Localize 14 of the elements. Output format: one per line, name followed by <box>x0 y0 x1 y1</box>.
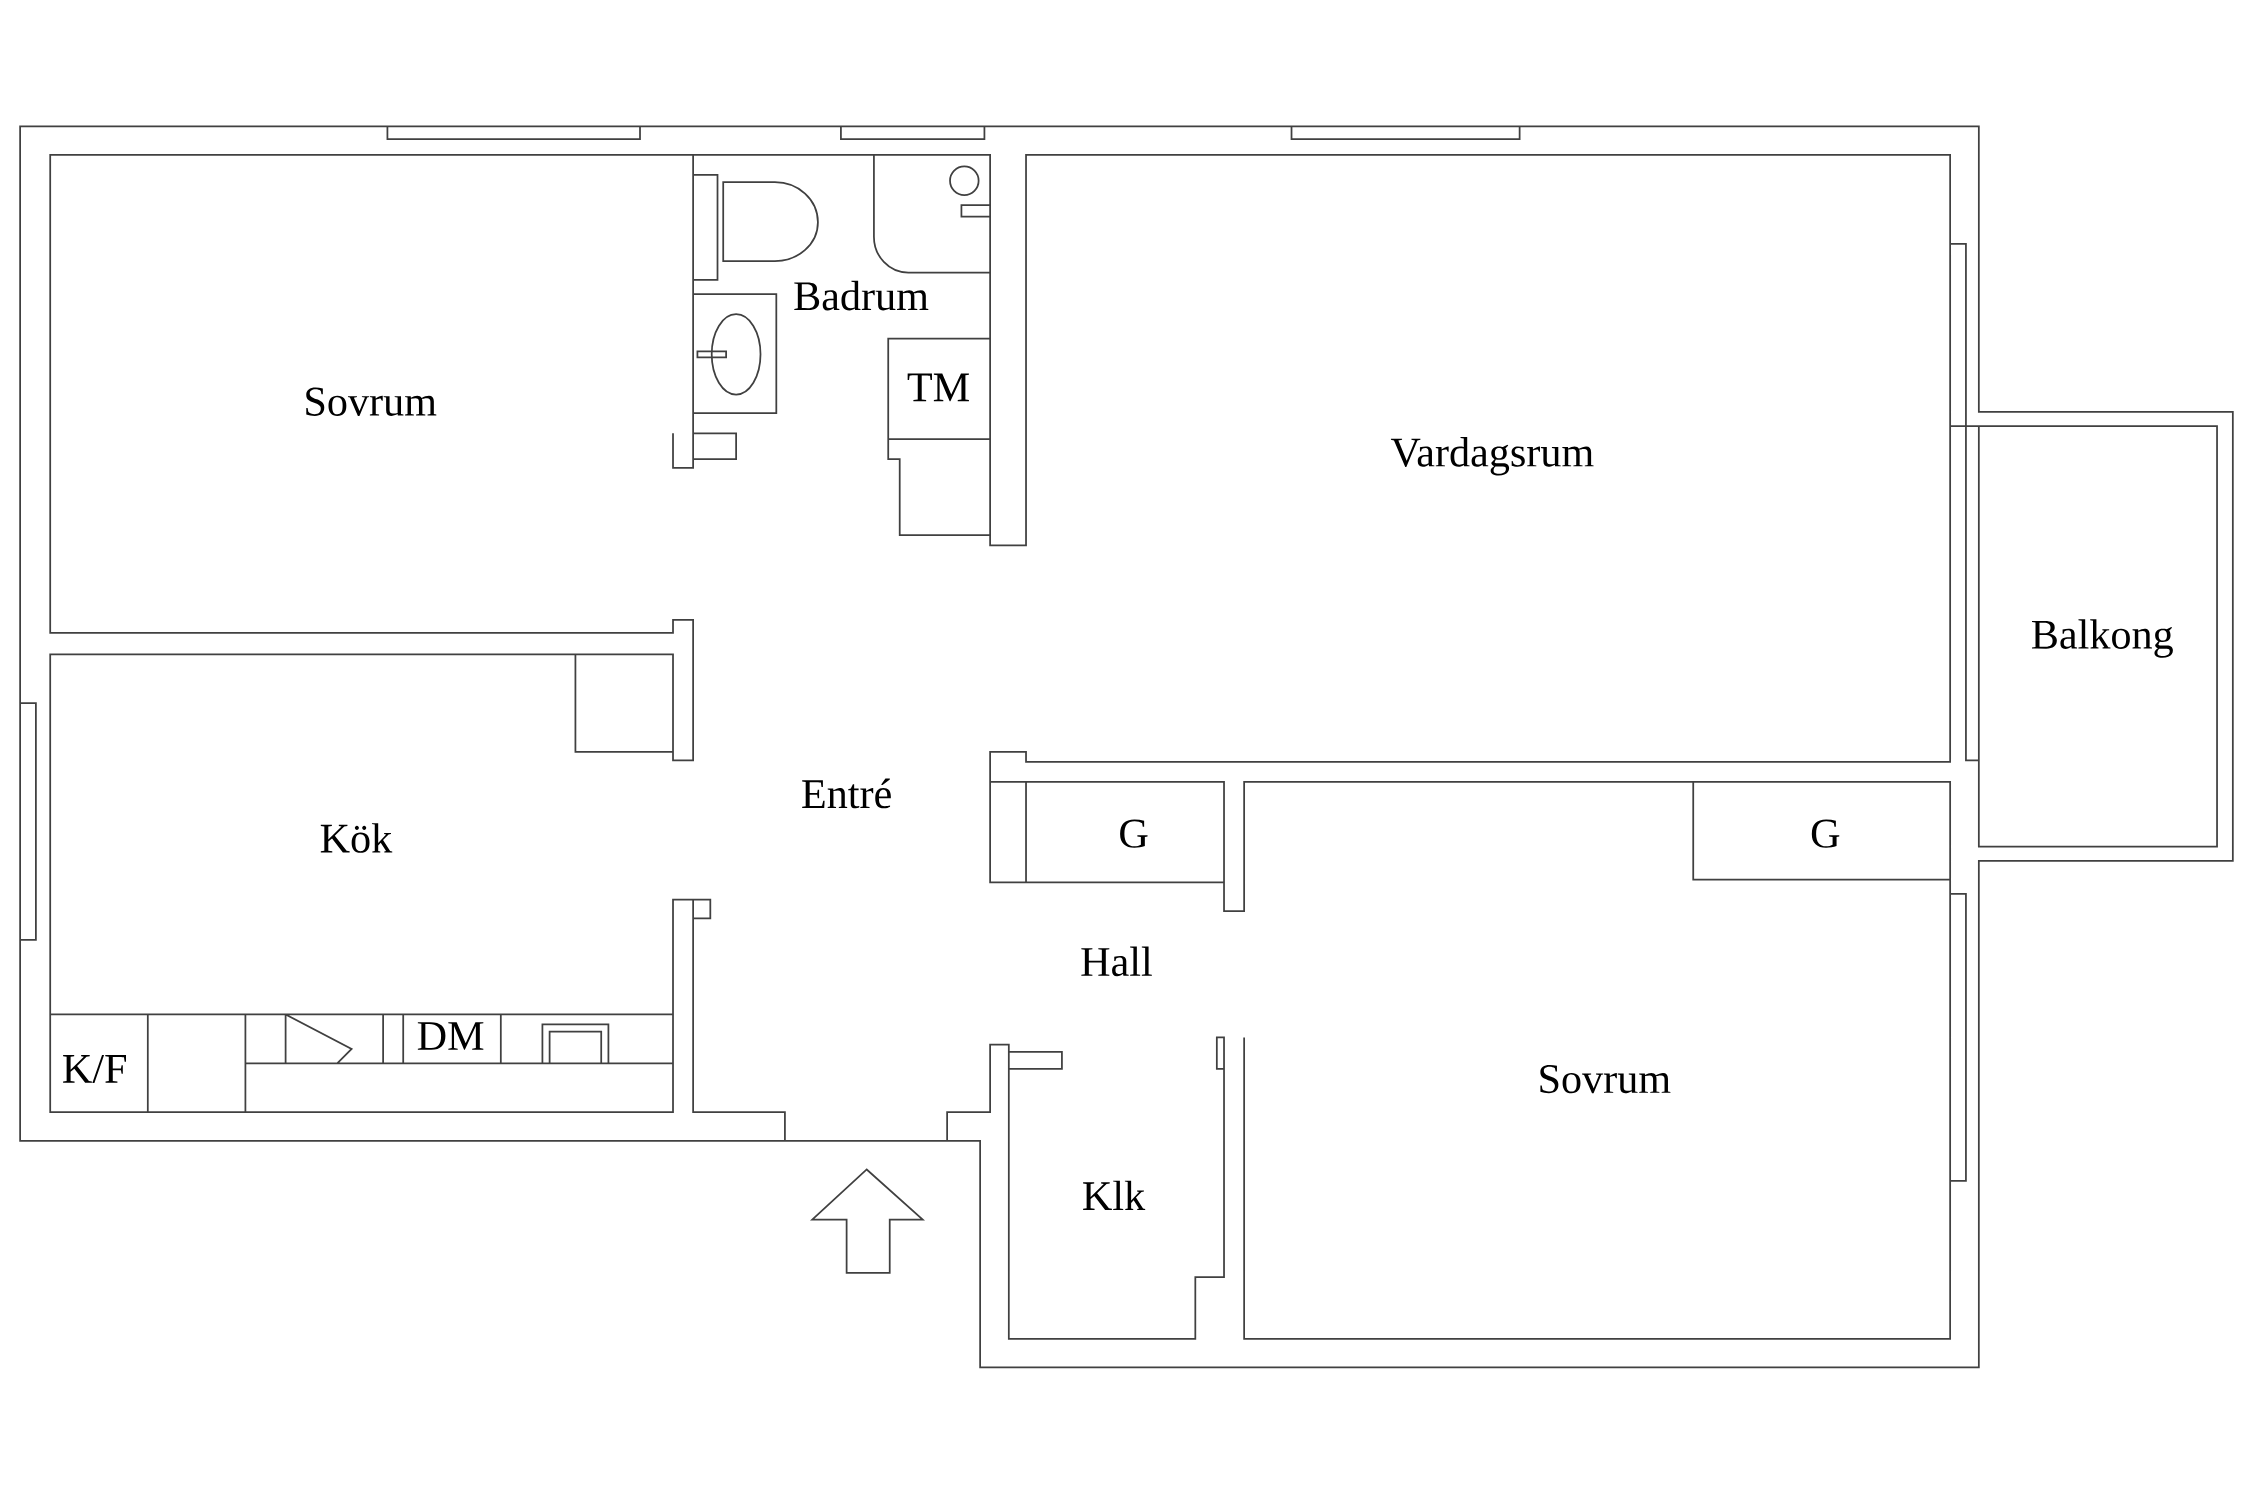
room-label: Badrum <box>794 280 929 311</box>
room-label: Sovrum <box>1540 1064 1671 1093</box>
room-label: DM <box>417 1021 484 1050</box>
room-label: Sovrum <box>306 387 437 416</box>
room-label: Hall <box>1081 946 1152 976</box>
room-label: G <box>1120 819 1148 848</box>
room-label: G <box>1811 819 1840 848</box>
room-label: Entré <box>802 778 891 809</box>
room-label: Klk <box>1083 1180 1146 1210</box>
room-label: Vardagsrum <box>1390 436 1594 476</box>
room-label: Kök <box>320 822 393 853</box>
room-label: K/F <box>63 1054 126 1083</box>
room-label: TM <box>907 373 969 401</box>
room-label: Balkong <box>2032 619 2173 658</box>
